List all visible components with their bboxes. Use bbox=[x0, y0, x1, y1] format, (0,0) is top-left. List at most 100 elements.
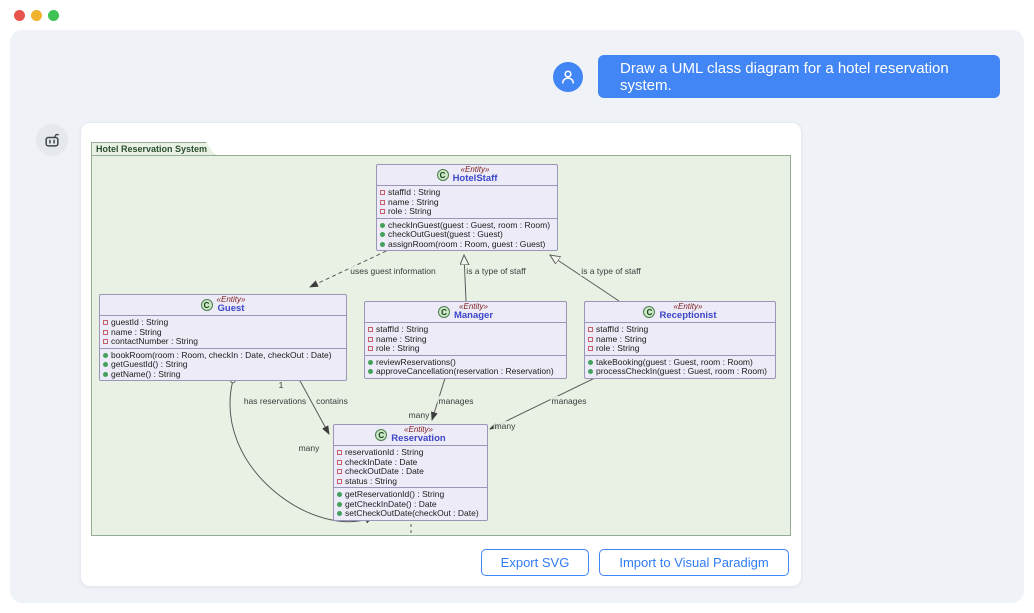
edge-label-multiplicity-many: many bbox=[407, 410, 431, 420]
attribute-icon bbox=[380, 190, 385, 196]
robot-icon bbox=[45, 133, 59, 147]
attribute: staffId : String bbox=[585, 324, 775, 335]
operation: reviewReservations() bbox=[365, 357, 566, 368]
class-icon: C bbox=[437, 306, 450, 318]
operation: assignRoom(room : Room, guest : Guest) bbox=[377, 239, 557, 250]
operation: takeBooking(guest : Guest, room : Room) bbox=[585, 357, 775, 368]
class-name: Manager bbox=[453, 310, 494, 321]
operation-icon bbox=[368, 359, 373, 365]
maximize-window-button[interactable] bbox=[48, 10, 59, 21]
edge-label-contains: contains bbox=[315, 396, 349, 406]
attribute-icon bbox=[103, 339, 108, 345]
operation: processCheckIn(guest : Guest, room : Roo… bbox=[585, 366, 775, 377]
attribute-icon bbox=[588, 346, 593, 352]
attribute-icon bbox=[337, 478, 342, 484]
attribute-icon bbox=[103, 320, 108, 326]
uml-class-guest: C «Entity» Guest guestId : String name :… bbox=[99, 294, 347, 381]
uml-class-hotelstaff: C «Entity» HotelStaff staffId : String n… bbox=[376, 164, 558, 251]
attribute-icon bbox=[368, 336, 373, 342]
operation: getCheckInDate() : Date bbox=[334, 499, 487, 510]
attributes-compartment: staffId : String name : String role : St… bbox=[365, 322, 566, 355]
user-avatar bbox=[553, 62, 583, 92]
operation-icon bbox=[337, 511, 342, 517]
class-icon: C bbox=[436, 169, 449, 181]
person-icon bbox=[562, 70, 574, 84]
edge-label-multiplicity-one: 1 bbox=[277, 380, 285, 390]
attribute-icon bbox=[588, 336, 593, 342]
attribute: reservationId : String bbox=[334, 447, 487, 458]
attribute-icon bbox=[588, 327, 593, 333]
attribute: status : String bbox=[334, 476, 487, 487]
operation-icon bbox=[368, 369, 373, 375]
operations-compartment: takeBooking(guest : Guest, room : Room) … bbox=[585, 354, 775, 378]
attribute: name : String bbox=[585, 334, 775, 345]
class-icon: C bbox=[375, 429, 388, 441]
attribute: staffId : String bbox=[377, 187, 557, 198]
minimize-window-button[interactable] bbox=[31, 10, 42, 21]
diagram-frame-title: Hotel Reservation System bbox=[91, 142, 215, 155]
attribute: guestId : String bbox=[100, 317, 346, 328]
class-header: C «Entity» Reservation bbox=[334, 425, 487, 445]
attribute-icon bbox=[368, 327, 373, 333]
edge-label-manages: manages bbox=[437, 396, 475, 406]
operation-icon bbox=[380, 241, 385, 247]
operation-icon bbox=[337, 492, 342, 498]
operation: getReservationId() : String bbox=[334, 489, 487, 500]
edge-label-multiplicity-many: many bbox=[493, 421, 517, 431]
operation-icon bbox=[103, 371, 108, 377]
class-header: C «Entity» HotelStaff bbox=[377, 165, 557, 185]
edge-label-uses-guest-information: uses guest information bbox=[349, 266, 437, 276]
attribute-icon bbox=[103, 329, 108, 335]
attributes-compartment: guestId : String name : String contactNu… bbox=[100, 315, 346, 348]
uml-class-reservation: C «Entity» Reservation reservationId : S… bbox=[333, 424, 488, 521]
operation: bookRoom(room : Room, checkIn : Date, ch… bbox=[100, 350, 346, 361]
edge-label-is-a-type-of-staff: is a type of staff bbox=[580, 266, 642, 276]
class-stereotype: «Entity» bbox=[404, 425, 433, 434]
uml-class-manager: C «Entity» Manager staffId : String name… bbox=[364, 301, 567, 379]
attributes-compartment: staffId : String name : String role : St… bbox=[377, 185, 557, 218]
operation-icon bbox=[380, 222, 385, 228]
close-window-button[interactable] bbox=[14, 10, 25, 21]
attribute: staffId : String bbox=[365, 324, 566, 335]
class-header: C «Entity» Manager bbox=[365, 302, 566, 322]
class-name: Receptionist bbox=[659, 310, 717, 321]
import-to-visual-paradigm-button[interactable]: Import to Visual Paradigm bbox=[599, 549, 789, 576]
class-name: Reservation bbox=[391, 433, 446, 444]
edge-label-has-reservations: has reservations bbox=[242, 396, 308, 406]
class-stereotype: «Entity» bbox=[216, 295, 246, 304]
attribute: contactNumber : String bbox=[100, 336, 346, 347]
class-stereotype: «Entity» bbox=[459, 302, 488, 311]
attributes-compartment: staffId : String name : String role : St… bbox=[585, 322, 775, 355]
class-stereotype: «Entity» bbox=[460, 165, 490, 174]
attribute-icon bbox=[337, 450, 342, 456]
operation-icon bbox=[337, 501, 342, 507]
operation: getName() : String bbox=[100, 369, 346, 380]
attribute-icon bbox=[380, 199, 385, 205]
attribute: role : String bbox=[365, 343, 566, 354]
edge-label-manages: manages bbox=[550, 396, 588, 406]
attribute: name : String bbox=[100, 327, 346, 338]
class-icon: C bbox=[643, 306, 656, 318]
export-svg-button[interactable]: Export SVG bbox=[481, 549, 589, 576]
class-stereotype: «Entity» bbox=[673, 302, 703, 311]
attribute-icon bbox=[380, 209, 385, 215]
attribute: name : String bbox=[365, 334, 566, 345]
attribute-icon bbox=[337, 459, 342, 465]
user-message-text: Draw a UML class diagram for a hotel res… bbox=[620, 59, 949, 94]
uml-class-receptionist: C «Entity» Receptionist staffId : String… bbox=[584, 301, 776, 379]
operations-compartment: reviewReservations() approveCancellation… bbox=[365, 354, 566, 378]
edge-label-is-a-type-of-staff: is a type of staff bbox=[465, 266, 527, 276]
operations-compartment: getReservationId() : String getCheckInDa… bbox=[334, 487, 487, 520]
class-name: HotelStaff bbox=[452, 173, 498, 184]
attribute: checkInDate : Date bbox=[334, 457, 487, 468]
bot-avatar bbox=[36, 124, 68, 156]
edge-label-multiplicity-many: many bbox=[297, 443, 321, 453]
operation: approveCancellation(reservation : Reserv… bbox=[365, 366, 566, 377]
attribute: role : String bbox=[585, 343, 775, 354]
attribute: checkOutDate : Date bbox=[334, 466, 487, 477]
operations-compartment: checkInGuest(guest : Guest, room : Room)… bbox=[377, 217, 557, 251]
operation: checkOutGuest(guest : Guest) bbox=[377, 229, 557, 240]
operation-icon bbox=[103, 352, 108, 358]
user-message-bubble: Draw a UML class diagram for a hotel res… bbox=[598, 55, 1000, 98]
operation-icon bbox=[380, 232, 385, 238]
